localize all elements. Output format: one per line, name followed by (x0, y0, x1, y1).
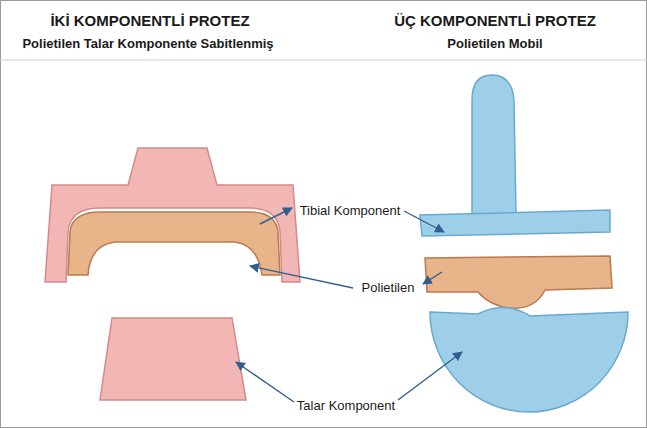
leader-arrow (236, 362, 294, 402)
part-label: Polietilen (362, 280, 415, 296)
talar-component-fixed (100, 318, 246, 400)
leader-arrow (260, 208, 292, 224)
part-label: Tibial Komponent (300, 203, 401, 219)
leader-arrow (404, 211, 444, 232)
leader-arrow (398, 352, 462, 400)
talar-component-mobile (430, 307, 628, 412)
leader-arrow (250, 266, 353, 288)
subheading: Polietilen Talar Komponente Sabitlenmiş (22, 36, 273, 52)
polyethylene-mobile (425, 256, 612, 308)
tibial-stem (472, 75, 516, 215)
heading: ÜÇ KOMPONENTLİ PROTEZ (394, 12, 596, 30)
header-rule (0, 60, 647, 61)
tibial-plate (420, 210, 610, 236)
leader-arrow (423, 272, 442, 284)
polyethylene-fixed (68, 212, 280, 275)
subheading: Polietilen Mobil (447, 36, 542, 52)
tibial-component-fixed (45, 148, 300, 282)
leader-lines (236, 208, 462, 402)
part-label: Talar Komponent (297, 398, 395, 414)
heading: İKİ KOMPONENTLİ PROTEZ (50, 12, 249, 30)
